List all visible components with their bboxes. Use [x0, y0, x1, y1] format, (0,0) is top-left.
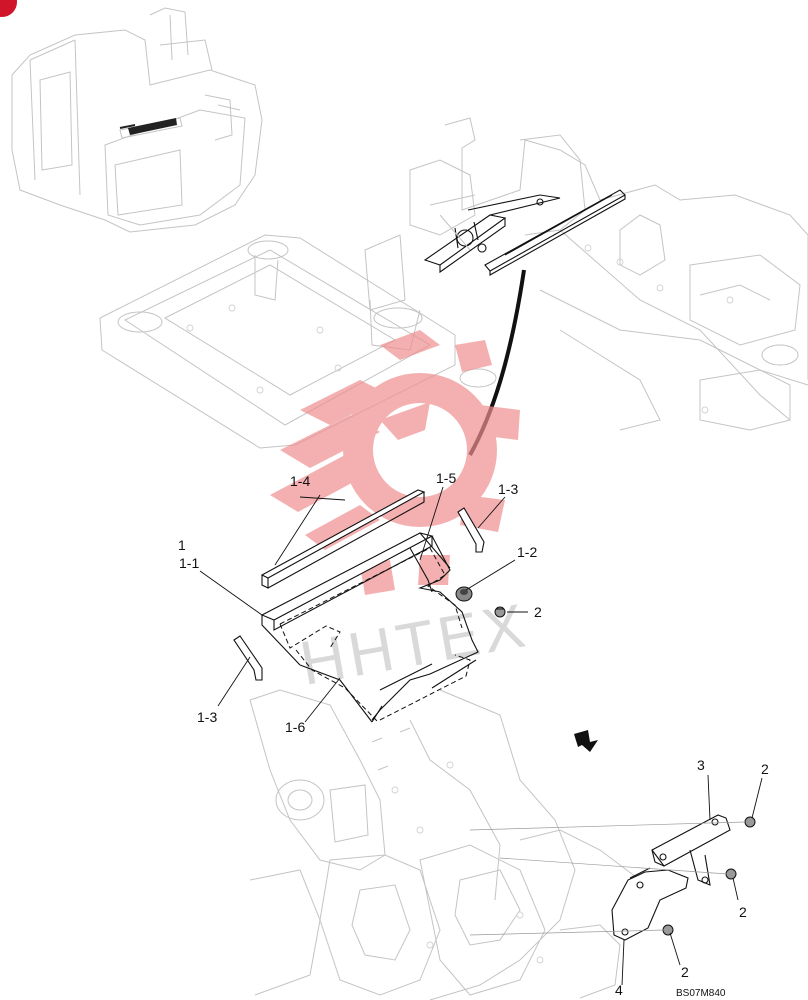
callout-1-5: 1-5 — [436, 470, 456, 486]
callout-1-2: 1-2 — [517, 544, 537, 560]
callout-3: 3 — [697, 757, 705, 773]
callout-1-1: 1-1 — [179, 555, 199, 571]
excavator-overview — [11, 7, 263, 233]
direction-arrow-icon — [574, 730, 598, 752]
cover-assembly — [233, 489, 485, 723]
callout-2-middle-right: 2 — [739, 904, 747, 920]
drawing-code: BS07M840 — [676, 988, 726, 999]
right-frame — [364, 117, 808, 431]
bolt — [494, 606, 506, 618]
callout-2-bottom: 2 — [681, 964, 689, 980]
leader-lines — [199, 486, 763, 986]
callout-1-4: 1-4 — [290, 473, 310, 489]
bolts-lower — [662, 816, 756, 936]
callout-1-3-top: 1-3 — [498, 481, 518, 497]
callout-2-upper-right: 2 — [761, 761, 769, 777]
watermark-logo — [270, 330, 520, 595]
bracket-4 — [611, 867, 689, 941]
callout-1-6: 1-6 — [285, 719, 305, 735]
upper-frame — [99, 234, 497, 449]
bracket-3 — [651, 814, 731, 886]
lower-frame — [249, 689, 641, 1000]
callout-1-3-bottom: 1-3 — [197, 709, 217, 725]
callout-2-cover: 2 — [534, 604, 542, 620]
bracket-detail — [423, 189, 626, 276]
corner-badge-icon — [0, 0, 17, 17]
callout-1: 1 — [178, 537, 186, 553]
callout-4: 4 — [615, 982, 623, 998]
callout-labels: 1 1-1 1-4 1-5 1-3 1-2 2 1-3 1-6 3 2 2 2 … — [178, 470, 769, 999]
